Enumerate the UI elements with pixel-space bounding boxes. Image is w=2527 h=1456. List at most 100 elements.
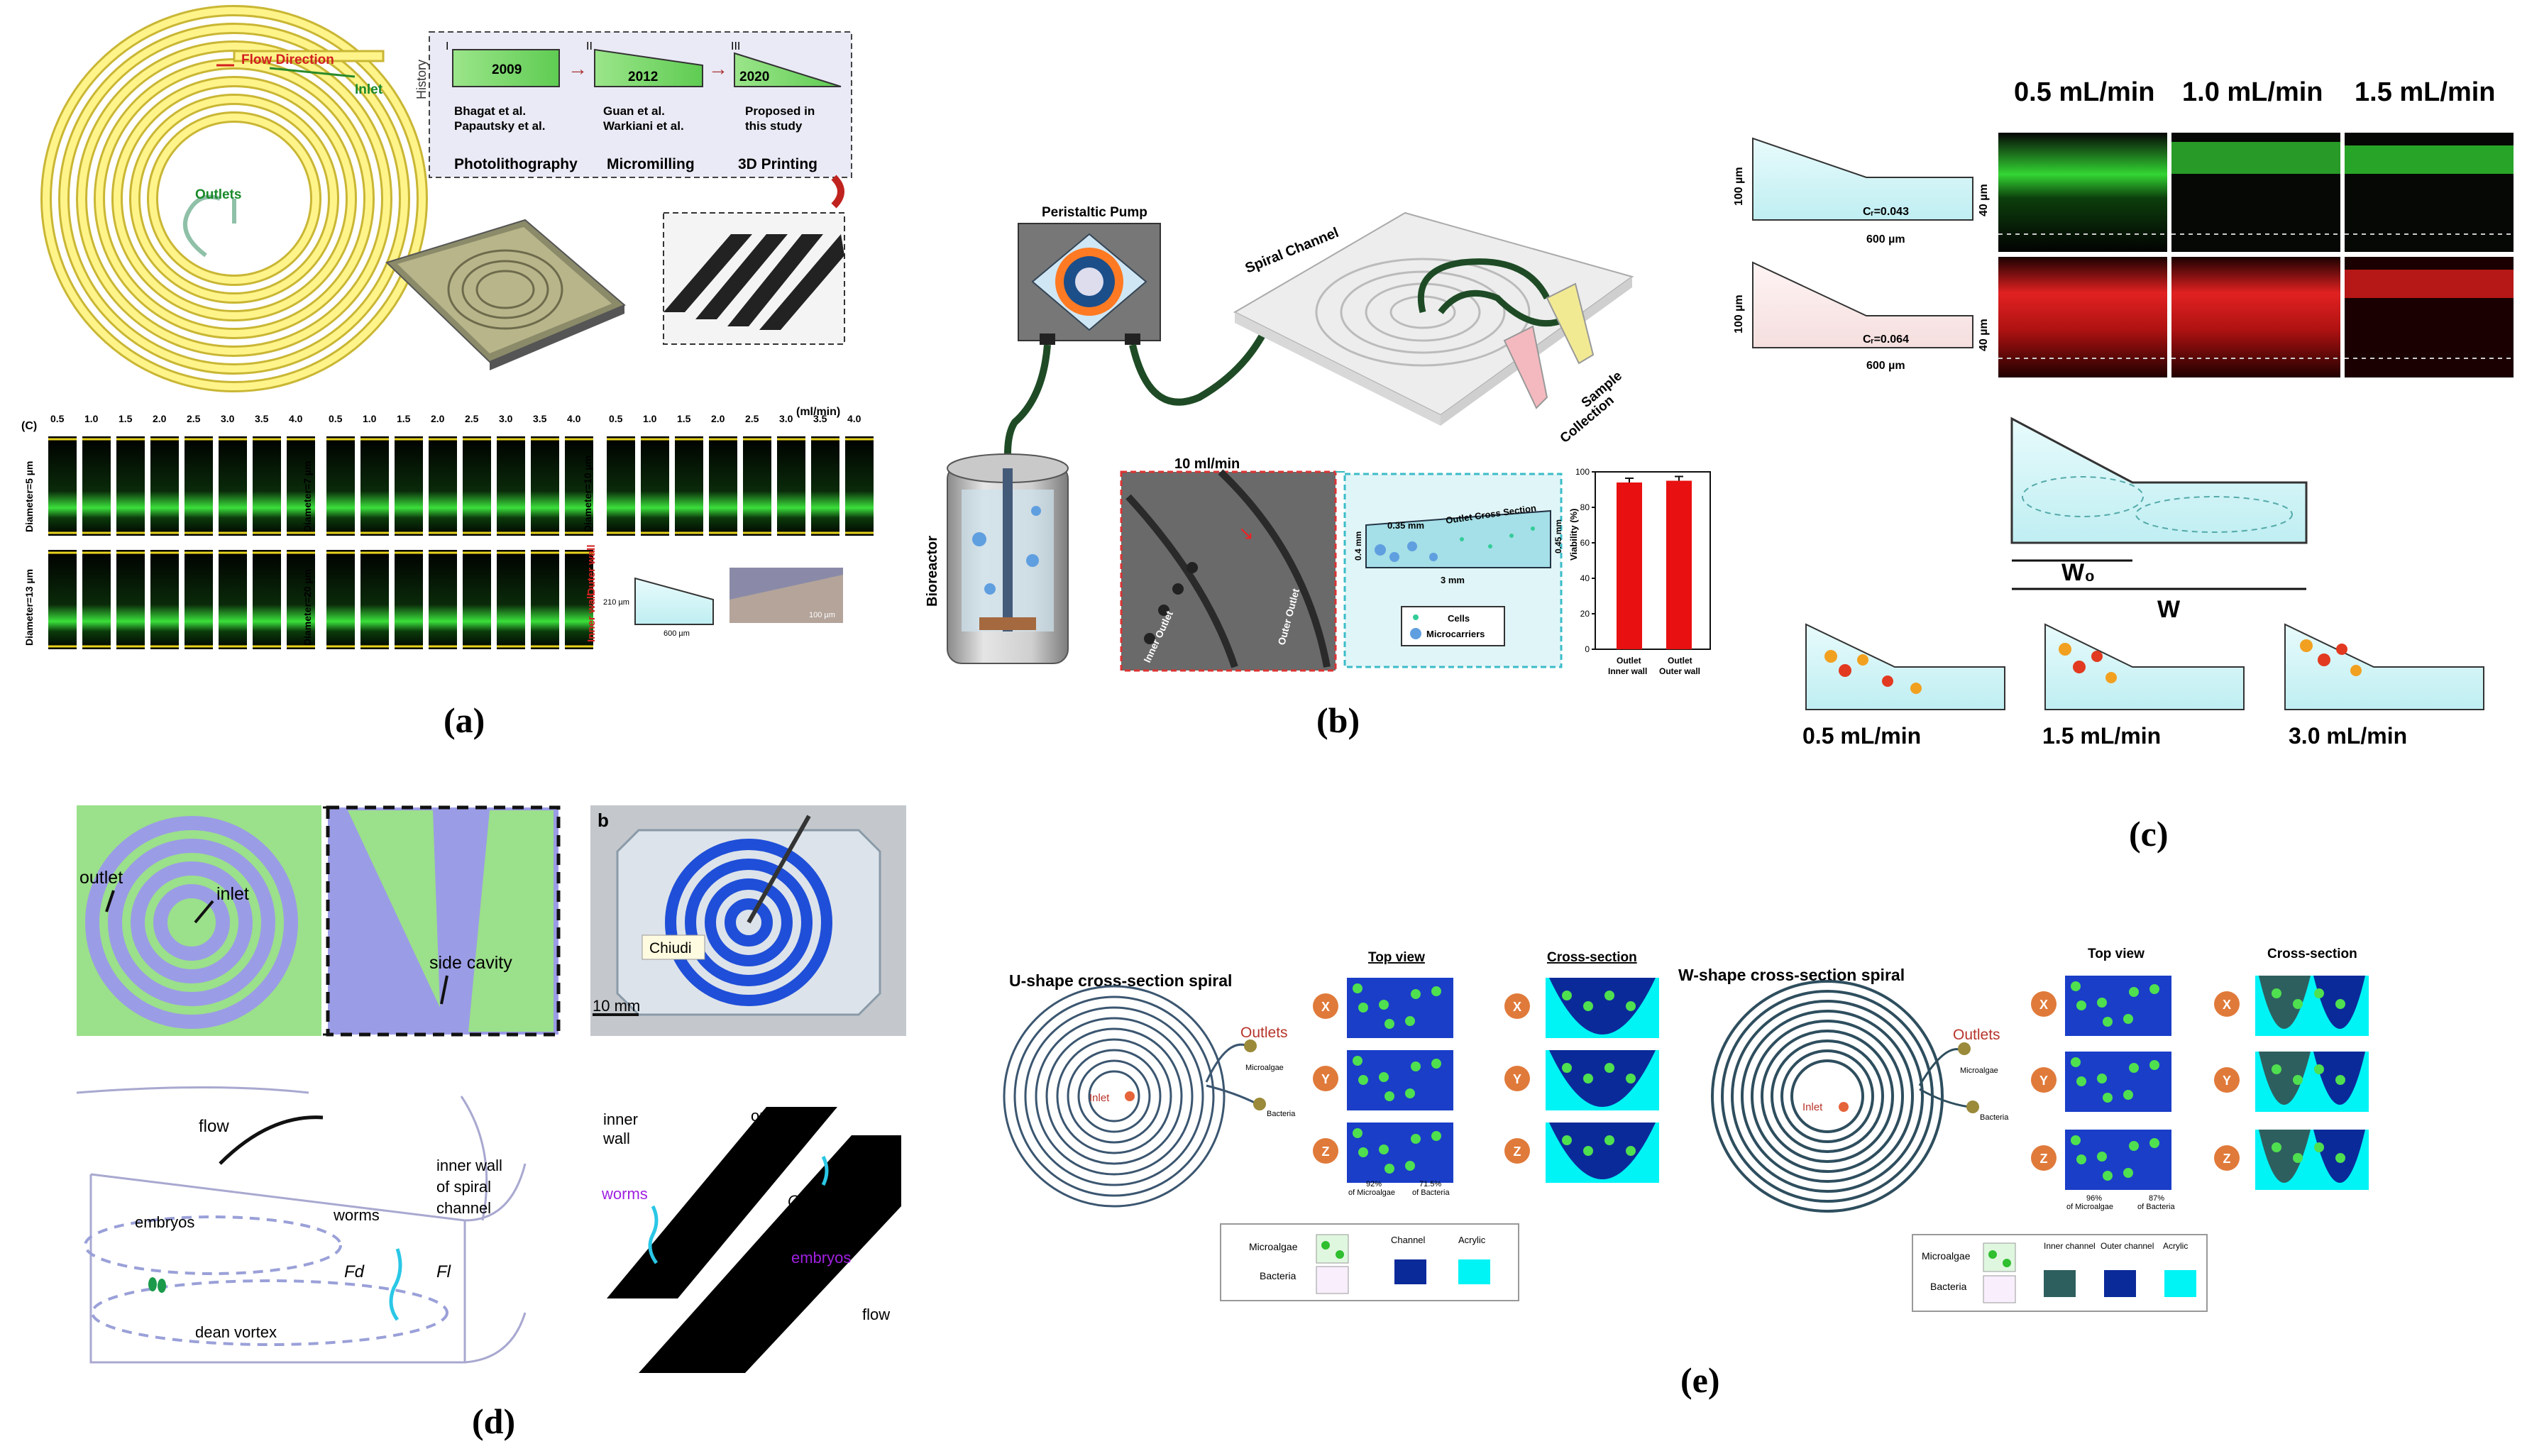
flowrate-tick: 4.0 — [567, 413, 581, 424]
row-marker-label: Z — [1322, 1145, 1330, 1159]
viability-bar — [1666, 480, 1692, 649]
u-legend-bacteria: Bacteria — [1260, 1270, 1296, 1281]
row-marker-label: X — [1321, 1000, 1330, 1014]
microcarriers-icon — [1410, 628, 1421, 639]
flow-strip — [360, 550, 389, 649]
row-marker — [2031, 1145, 2057, 1171]
microalgae-dot — [1583, 1146, 1593, 1156]
microalgae-dot — [2071, 1135, 2081, 1145]
outer-2-b: wall — [755, 1126, 783, 1144]
flow-strip — [565, 436, 593, 536]
w-legend-microalgae: Microalgae — [1922, 1250, 1971, 1262]
panel-a: Flow Direction Inlet Outlets History I I… — [21, 5, 874, 740]
flow-direction-label: Flow Direction — [241, 53, 334, 67]
microalgae-dot — [1583, 1001, 1593, 1011]
microalgae-dot — [1379, 1000, 1389, 1010]
diameter-label: Diameter=5 µm — [23, 461, 35, 532]
flow-strip — [845, 436, 874, 536]
inner-channel — [2259, 1130, 2311, 1183]
diameter-label: Diameter=20 µm — [302, 569, 313, 646]
flow-strip — [709, 436, 737, 536]
y-tick-label: 0 — [1585, 644, 1590, 654]
u-top-view: Top view — [1368, 950, 1425, 965]
row-marker-label: Y — [2039, 1074, 2048, 1088]
flowrate-tick: 3.0 — [499, 413, 513, 424]
w-legend-outer: Outer channel — [2101, 1241, 2154, 1251]
w-pct-4: of Bacteria — [2137, 1203, 2175, 1211]
flow-strip — [326, 436, 355, 536]
flow-strip — [219, 550, 247, 649]
microalgae-dot — [2149, 1060, 2159, 1070]
flow-strip — [48, 436, 77, 536]
rate-header-3: 1.5 mL/min — [2355, 77, 2496, 107]
c-h100-2: 100 µm — [1733, 294, 1745, 333]
flow-strip — [116, 436, 145, 536]
microalgae-dot — [1384, 1019, 1394, 1029]
row-marker-label: Z — [2040, 1152, 2048, 1166]
viability-bar — [1617, 482, 1642, 649]
microalgae-dot — [2129, 1063, 2139, 1073]
flow-strip — [607, 436, 635, 536]
row-marker — [2214, 991, 2240, 1017]
photo-b-label: b — [598, 810, 609, 831]
fl-label: Fl — [436, 1262, 451, 1281]
channel-shape — [1549, 1050, 1656, 1107]
microalgae-dot — [1353, 983, 1362, 993]
roman-3: III — [731, 40, 740, 53]
w-bacteria: Bacteria — [1980, 1113, 2009, 1122]
w-top-view: Top view — [2088, 947, 2145, 961]
microalgae-dot — [1379, 1072, 1389, 1082]
u-legend: Microalgae Bacteria Channel Acrylic — [1220, 1223, 1519, 1301]
microcarriers-label: Microcarriers — [1426, 629, 1485, 639]
microalgae-dot — [2103, 1017, 2113, 1027]
flowrate-tick: 3.5 — [533, 413, 547, 424]
panel-e: U-shape cross-section spiral Outlets Inl… — [1003, 947, 2369, 1400]
flow-strip — [463, 436, 491, 536]
microalgae-dot — [2149, 1138, 2159, 1148]
year-2012-block — [594, 48, 703, 87]
w-pct-2: of Microalgae — [2066, 1203, 2113, 1211]
flow-label-d: flow — [199, 1117, 229, 1136]
inner-wall-3: channel — [436, 1199, 491, 1217]
flow-strip — [675, 436, 703, 536]
flow-strip — [777, 436, 805, 536]
scale-100: 100 µm — [809, 611, 835, 619]
flow-strip — [150, 436, 179, 536]
arrow-1: → — [568, 57, 588, 79]
flowrate-tick: 3.5 — [813, 413, 827, 424]
w-cross-section: Cross-section — [2267, 947, 2357, 961]
flow-strip — [497, 550, 525, 649]
printed-chip-3d — [385, 219, 626, 370]
cross-section-c-1: 100 µm Cᵣ=0.043 600 µm 40 µm — [1733, 137, 1990, 246]
microalgae-dot — [2272, 1142, 2281, 1152]
cross-section-c-2: 100 µm Cᵣ=0.064 600 µm 40 µm — [1733, 261, 1990, 372]
u-pct-2: of Microalgae — [1348, 1188, 1395, 1197]
method-3: 3D Printing — [738, 156, 817, 172]
microalgae-dot — [1562, 1135, 1572, 1145]
dim-04: 0.4 mm — [1353, 531, 1363, 561]
microalgae-dot — [2123, 1090, 2133, 1100]
year-2020-block — [734, 52, 842, 87]
roman-2: II — [586, 40, 593, 53]
w-legend: Microalgae Bacteria Inner channel Outer … — [1912, 1234, 2208, 1312]
flowrate-tick: 3.0 — [221, 413, 235, 424]
bottom-rate-2: 1.5 mL/min — [2042, 723, 2161, 749]
flow-strip — [463, 550, 491, 649]
flow-strip — [253, 550, 281, 649]
microalgae-dot — [1604, 1135, 1614, 1145]
u-inlet: Inlet — [1089, 1092, 1110, 1104]
y-tick-label: 20 — [1580, 609, 1590, 619]
scale-label-d: 10 mm — [593, 997, 640, 1015]
inlet-label-d: inlet — [216, 884, 249, 904]
flowrate-tick: 2.0 — [431, 413, 445, 424]
microalgae-dot — [1626, 1001, 1636, 1011]
microalgae-dot — [1358, 1003, 1368, 1013]
microalgae-dot — [2129, 1141, 2139, 1151]
year-2012: 2012 — [628, 70, 658, 84]
microalgae-dot — [1358, 1075, 1368, 1085]
flow-strip — [287, 436, 315, 536]
side-cavity-zoom-d: side cavity — [326, 805, 561, 1037]
qm-prime: Q′m — [788, 1192, 816, 1210]
row-marker-label: Z — [2223, 1152, 2231, 1166]
